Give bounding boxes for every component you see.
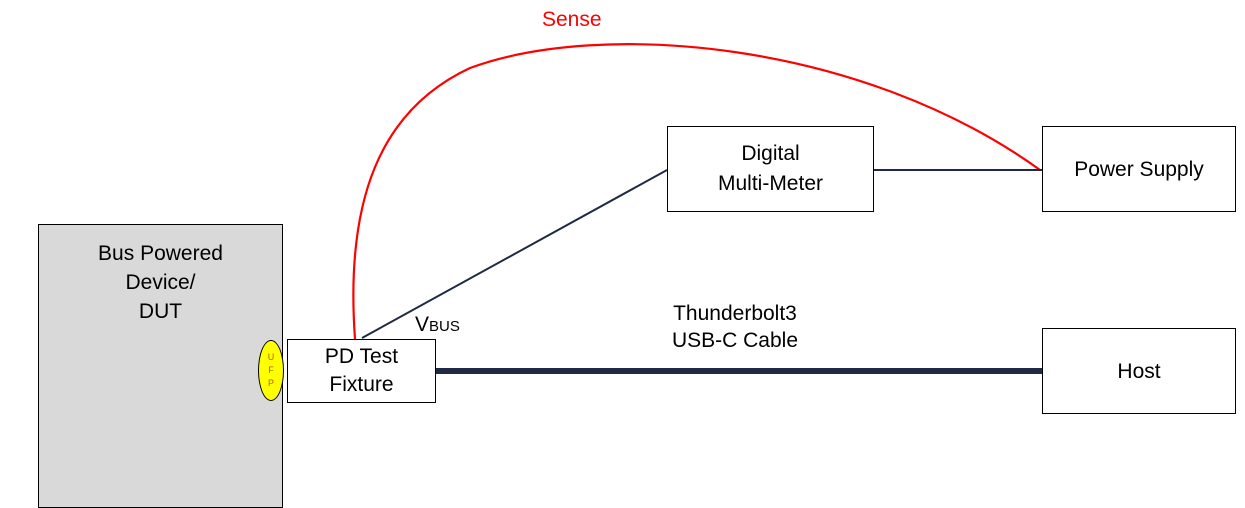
vbus-wire bbox=[361, 169, 668, 339]
fixture-label-line: Fixture bbox=[329, 373, 394, 396]
host-label: Host bbox=[1117, 359, 1161, 383]
dut-label-line: Device/ bbox=[125, 271, 196, 294]
cable-label-line: USB-C Cable bbox=[671, 329, 799, 352]
power-supply-box: Power Supply bbox=[1042, 126, 1236, 212]
digital-multimeter-box: Digital Multi-Meter bbox=[667, 126, 874, 212]
dmm-label-line: Multi-Meter bbox=[717, 172, 823, 195]
fixture-label-line: PD Test bbox=[324, 345, 399, 368]
vbus-main: V bbox=[415, 313, 430, 336]
ufp-port-marker: U F P bbox=[258, 340, 284, 401]
host-box: Host bbox=[1042, 328, 1236, 414]
ufp-letter: F bbox=[268, 365, 274, 375]
ufp-letter: U bbox=[267, 352, 275, 362]
ufp-letter: P bbox=[267, 378, 274, 388]
dut-label-line: Bus Powered bbox=[98, 242, 223, 265]
vbus-subscript: BUS bbox=[429, 318, 460, 335]
dut-box: Bus Powered Device/ DUT bbox=[38, 224, 283, 508]
dut-label-line: DUT bbox=[138, 300, 183, 323]
sense-wire bbox=[352, 43, 1041, 340]
psu-label: Power Supply bbox=[1074, 157, 1204, 181]
sense-label: Sense bbox=[542, 8, 602, 31]
pd-test-fixture-box: PD Test Fixture bbox=[287, 339, 436, 403]
vbus-label: VBUS bbox=[415, 311, 460, 340]
cable-label-line: Thunderbolt3 bbox=[673, 302, 797, 325]
cable-label: Thunderbolt3 USB-C Cable bbox=[620, 300, 850, 354]
dmm-label-line: Digital bbox=[741, 142, 800, 165]
